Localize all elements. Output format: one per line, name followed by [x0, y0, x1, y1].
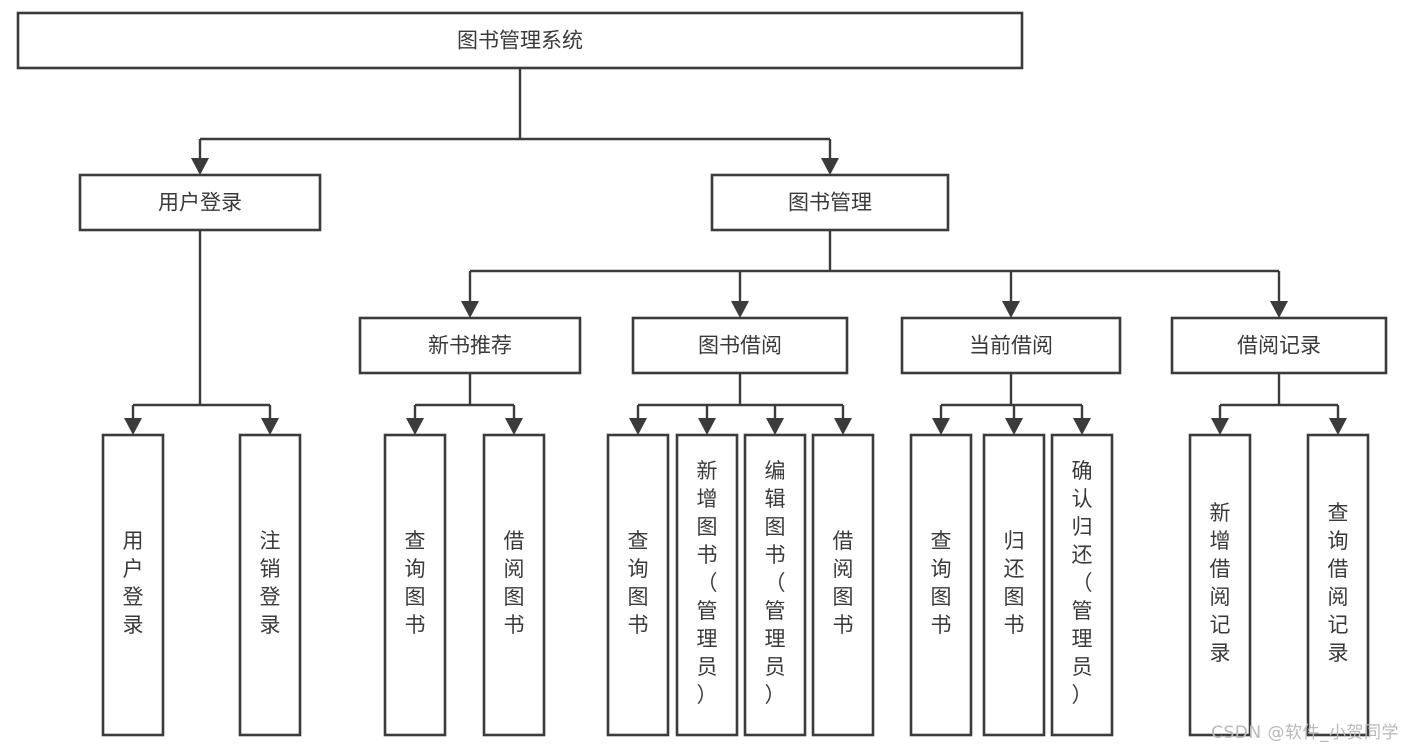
node-leaf-query-book-current[interactable]: 查询图书	[909, 433, 973, 737]
node-leaf-return-book[interactable]: 归还图书	[982, 433, 1046, 737]
connector-layer	[124, 68, 1347, 435]
node-label: 新书推荐	[428, 334, 512, 358]
node-box	[238, 433, 302, 737]
connector-group-root	[191, 68, 839, 175]
connector-group-book-management	[461, 230, 1288, 318]
node-leaf-borrow-book[interactable]: 借阅图书	[811, 433, 875, 737]
node-label: 确认归还（管理员）	[1072, 459, 1093, 707]
node-label: 查询图书	[628, 529, 649, 637]
arrow-head-icon	[698, 418, 716, 435]
connector-group-borrow-record	[1211, 373, 1347, 435]
node-box	[631, 316, 849, 375]
node-box	[743, 433, 807, 737]
node-user-login[interactable]: 用户登录	[78, 173, 322, 232]
node-label: 图书管理系统	[457, 29, 583, 53]
node-label: 查询图书	[931, 529, 952, 637]
node-box	[482, 433, 546, 737]
node-label: 查询图书	[405, 529, 426, 637]
connector-group-current-borrow	[932, 373, 1091, 435]
arrow-head-icon	[1073, 418, 1091, 435]
connector-group-new-book-recommend	[406, 373, 523, 435]
node-label: 新增借阅记录	[1210, 501, 1231, 665]
node-leaf-query-book-recommend[interactable]: 查询图书	[383, 433, 447, 737]
arrow-head-icon	[505, 418, 523, 435]
node-label: 当前借阅	[969, 334, 1053, 358]
node-borrow-record[interactable]: 借阅记录	[1170, 316, 1388, 375]
arrow-head-icon	[766, 418, 784, 435]
node-box	[1306, 433, 1370, 737]
node-leaf-query-borrow-record[interactable]: 查询借阅记录	[1306, 433, 1370, 737]
node-label: 用户登录	[123, 529, 144, 637]
node-box	[16, 11, 1024, 70]
node-label: 借阅图书	[833, 529, 854, 637]
arrow-head-icon	[1002, 301, 1020, 318]
node-leaf-user-login[interactable]: 用户登录	[101, 433, 165, 737]
arrow-head-icon	[261, 418, 279, 435]
node-box	[606, 433, 670, 737]
node-label: 编辑图书（管理员）	[765, 459, 786, 707]
node-box	[982, 433, 1046, 737]
node-leaf-add-book[interactable]: 新增图书（管理员）	[675, 433, 739, 737]
node-label: 归还图书	[1004, 529, 1025, 637]
arrow-head-icon	[629, 418, 647, 435]
arrow-head-icon	[1270, 301, 1288, 318]
node-label: 借阅图书	[504, 529, 525, 637]
node-box	[101, 433, 165, 737]
node-label: 用户登录	[158, 191, 242, 215]
node-label: 查询借阅记录	[1328, 501, 1349, 665]
node-label: 图书借阅	[698, 334, 782, 358]
arrow-head-icon	[731, 301, 749, 318]
arrow-head-icon	[1005, 418, 1023, 435]
node-box	[78, 173, 322, 232]
node-root[interactable]: 图书管理系统	[16, 11, 1024, 70]
node-leaf-borrow-book-recommend[interactable]: 借阅图书	[482, 433, 546, 737]
arrow-head-icon	[461, 301, 479, 318]
node-label: 图书管理	[788, 191, 872, 215]
node-box	[358, 316, 582, 375]
arrow-head-icon	[821, 158, 839, 175]
node-leaf-confirm-return[interactable]: 确认归还（管理员）	[1050, 433, 1114, 737]
arrow-head-icon	[834, 418, 852, 435]
node-box	[383, 433, 447, 737]
node-book-management[interactable]: 图书管理	[710, 173, 950, 232]
node-label: 借阅记录	[1237, 334, 1321, 358]
arrow-head-icon	[124, 418, 142, 435]
arrow-head-icon	[406, 418, 424, 435]
node-box	[675, 433, 739, 737]
connector-group-user-login	[124, 230, 279, 435]
node-book-borrow[interactable]: 图书借阅	[631, 316, 849, 375]
node-current-borrow[interactable]: 当前借阅	[900, 316, 1122, 375]
node-box	[1050, 433, 1114, 737]
node-label: 新增图书（管理员）	[697, 459, 718, 707]
node-box	[710, 173, 950, 232]
node-new-book-recommend[interactable]: 新书推荐	[358, 316, 582, 375]
node-box	[909, 433, 973, 737]
connector-group-book-borrow	[629, 373, 852, 435]
node-layer: 图书管理系统用户登录图书管理新书推荐图书借阅当前借阅借阅记录用户登录注销登录查询…	[16, 11, 1388, 737]
node-leaf-add-borrow-record[interactable]: 新增借阅记录	[1188, 433, 1252, 737]
node-box	[900, 316, 1122, 375]
node-label: 注销登录	[260, 529, 281, 637]
arrow-head-icon	[932, 418, 950, 435]
node-box	[1170, 316, 1388, 375]
node-leaf-logout[interactable]: 注销登录	[238, 433, 302, 737]
arrow-head-icon	[191, 158, 209, 175]
node-box	[811, 433, 875, 737]
arrow-head-icon	[1329, 418, 1347, 435]
arrow-head-icon	[1211, 418, 1229, 435]
node-leaf-query-book-borrow[interactable]: 查询图书	[606, 433, 670, 737]
node-box	[1188, 433, 1252, 737]
node-leaf-edit-book[interactable]: 编辑图书（管理员）	[743, 433, 807, 737]
